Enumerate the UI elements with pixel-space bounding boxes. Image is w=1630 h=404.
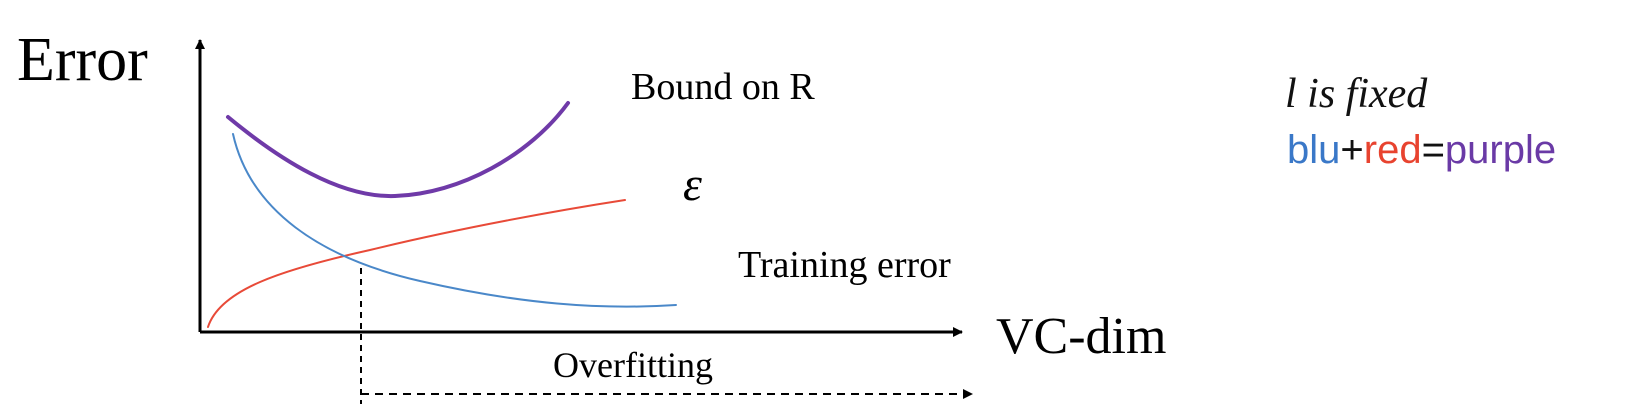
y-axis-label: Error (17, 26, 148, 94)
color-legend: blu+red=purple (1287, 128, 1556, 172)
legend-title: l is fixed (1285, 71, 1428, 117)
bound-on-r-label: Bound on R (631, 66, 815, 108)
legend-part-sym: + (1340, 128, 1363, 172)
legend-part-sym: = (1422, 128, 1445, 172)
epsilon-label: ε (683, 158, 702, 211)
overfitting-label: Overfitting (553, 345, 713, 385)
epsilon-curve (207, 199, 626, 328)
x-axis-label: VC-dim (996, 308, 1166, 365)
training-error-curve (232, 133, 677, 308)
legend-part-red: red (1364, 128, 1422, 172)
training-error-label: Training error (738, 244, 951, 286)
bound-on-r-curve (226, 101, 570, 199)
legend-part-blu: blu (1287, 128, 1340, 172)
legend-part-purple: purple (1445, 128, 1556, 172)
